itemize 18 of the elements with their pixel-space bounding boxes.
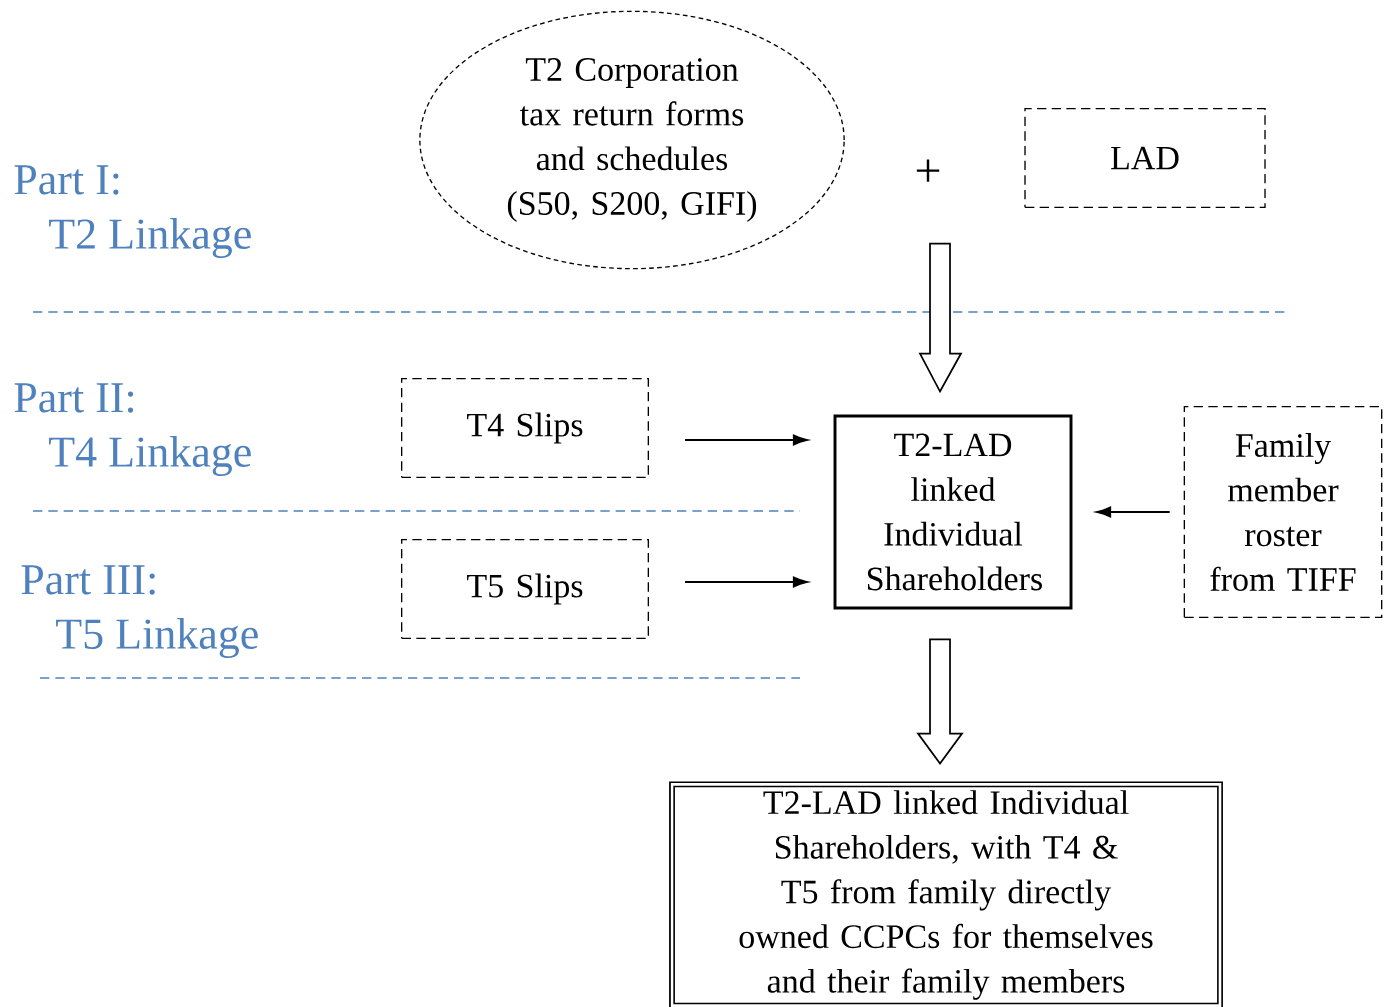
process-box: T2-LAD linked Individual Shareholders (833, 414, 1073, 610)
part-heading: Part III: (21, 565, 155, 595)
block-arrow (916, 638, 964, 765)
arrow (685, 576, 808, 588)
part-heading: T2 Linkage (49, 218, 251, 258)
dashed-box: LAD (1024, 108, 1266, 208)
part-heading: Part II: (14, 383, 134, 413)
dashed-box: T5 Slips (401, 539, 649, 639)
block-arrow (918, 242, 963, 394)
dashed-box: T4 Slips (401, 378, 649, 478)
arrow (1096, 506, 1170, 518)
dashed-box: Family member roster from TIFF (1183, 406, 1383, 618)
output-box: T2-LAD linked Individual Shareholders, with T4 & T5 from family directly owned CCPCs for themselves and their family members (669, 781, 1223, 1007)
arrow (685, 434, 808, 446)
part-heading: Part I: (14, 165, 119, 195)
part-heading: T5 Linkage (56, 618, 258, 658)
part-heading: T4 Linkage (49, 436, 251, 476)
plus-sign: + (916, 159, 940, 182)
